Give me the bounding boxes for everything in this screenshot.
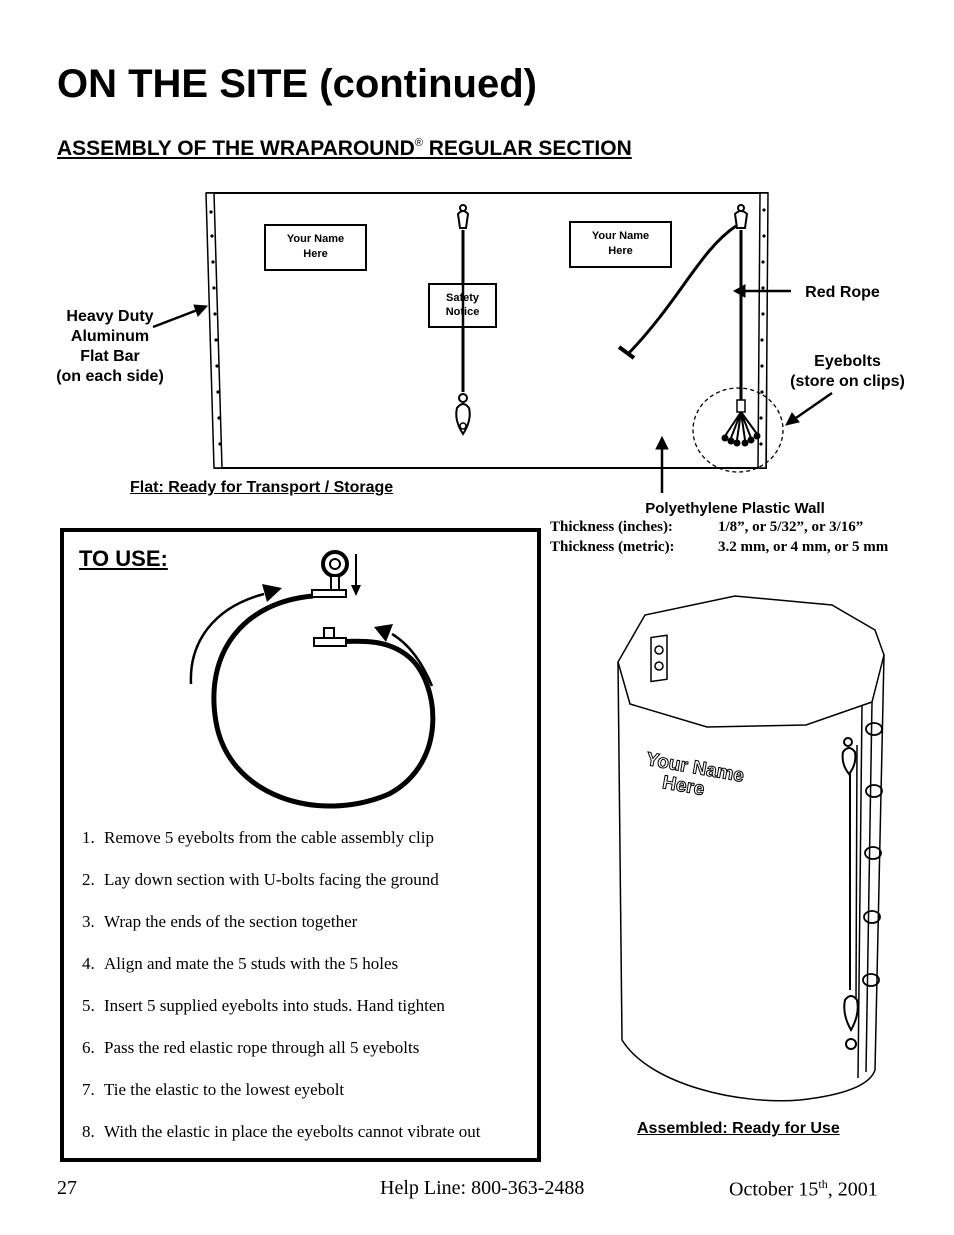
- step-item: 1. Remove 5 eyebolts from the cable assem…: [82, 828, 481, 870]
- name-plate-left-line-2: Here: [303, 248, 328, 260]
- date-text: October 15: [729, 1178, 819, 1201]
- thickness-inches-value: 1/8”, or 5/32”, or 3/16”: [718, 519, 864, 535]
- right-bar-holes: [759, 208, 766, 446]
- step-item: 5. Insert 5 supplied eyebolts into studs.…: [82, 996, 481, 1038]
- step-item: 4. Align and mate the 5 studs with the 5 …: [82, 954, 481, 996]
- name-plate-right-line-1: Your Name: [591, 230, 650, 242]
- left-bar-holes: [209, 210, 222, 446]
- page-number: 27: [57, 1177, 77, 1199]
- eyebolts-label-line-2: (store on clips): [790, 373, 905, 390]
- right-flat-bar: [757, 192, 769, 469]
- step-text: Pass the red elastic rope through all 5 …: [104, 1038, 420, 1057]
- flat-bar-label: Heavy Duty Aluminum Flat Bar (on each si…: [40, 307, 180, 387]
- step-number: 4.: [82, 954, 95, 973]
- page-title: ON THE SITE (continued): [57, 62, 537, 106]
- registered-mark: ®: [414, 137, 423, 149]
- red-rope-label: Red Rope: [805, 284, 880, 301]
- step-text: Align and mate the 5 studs with the 5 ho…: [104, 954, 399, 973]
- date-year: , 2001: [827, 1178, 878, 1201]
- name-plate-left: [264, 224, 367, 271]
- step-item: 6. Pass the red elastic rope through all …: [82, 1038, 481, 1080]
- name-plate-right-text: Your Name Here: [570, 229, 671, 259]
- eyebolts-highlight-circle: [692, 387, 784, 473]
- help-line: Help Line: 800-363-2488: [380, 1177, 585, 1199]
- steps-list: 1. Remove 5 eyebolts from the cable assem…: [82, 828, 481, 1164]
- name-plate-left-line-1: Your Name: [286, 233, 345, 245]
- step-item: 7. Tie the elastic to the lowest eyebolt: [82, 1080, 481, 1122]
- red-rope: [626, 224, 737, 356]
- wrapped-section-loop: [211, 593, 436, 809]
- plastic-wall-label: Polyethylene Plastic Wall: [645, 500, 825, 517]
- step-text: Lay down section with U-bolts facing the…: [104, 870, 439, 889]
- step-text: Insert 5 supplied eyebolts into studs. H…: [104, 996, 445, 1015]
- step-item: 8. With the elastic in place the eyebolts…: [82, 1122, 481, 1164]
- wrap-illustration: [189, 550, 436, 809]
- section-heading: ASSEMBLY OF THE WRAPAROUND® REGULAR SECT…: [57, 137, 632, 161]
- right-cable-assembly: [721, 204, 761, 447]
- flat-bar-label-line-2: Aluminum: [70, 328, 150, 345]
- step-item: 3. Wrap the ends of the section together: [82, 912, 481, 954]
- name-plate-right: [569, 221, 672, 268]
- thickness-metric-row: Thickness (metric): 3.2 mm, or 4 mm, or 5…: [550, 539, 888, 556]
- step-number: 3.: [82, 912, 95, 931]
- thickness-inches-label: Thickness (inches):: [550, 519, 673, 535]
- end-plate-bottom: [313, 637, 347, 647]
- safety-notice-text: Safety Notice: [429, 291, 496, 319]
- step-item: 2. Lay down section with U-bolts facing t…: [82, 870, 481, 912]
- step-text: Tie the elastic to the lowest eyebolt: [104, 1080, 345, 1099]
- stud: [323, 627, 335, 639]
- section-heading-text-end: REGULAR SECTION: [422, 137, 632, 160]
- flat-bar-label-line-1: Heavy Duty: [66, 308, 154, 325]
- date-suffix: th: [818, 1177, 828, 1191]
- safety-notice-line-1: Safety: [445, 292, 480, 304]
- to-use-heading: TO USE:: [79, 546, 168, 571]
- callout-arrows: [152, 284, 833, 493]
- section-heading-text: ASSEMBLY OF THE WRAPAROUND: [57, 137, 415, 160]
- eyebolts-label: Eyebolts (store on clips): [780, 352, 915, 392]
- left-flat-bar: [205, 192, 223, 469]
- step-text: Remove 5 eyebolts from the cable assembl…: [104, 828, 434, 847]
- flat-bar-label-line-3: Flat Bar: [80, 348, 140, 365]
- step-number: 5.: [82, 996, 95, 1015]
- flat-bar-label-line-4: (on each side): [56, 368, 164, 385]
- name-plate-right-line-2: Here: [608, 245, 633, 257]
- red-rope-end: [617, 345, 636, 360]
- step-number: 1.: [82, 828, 95, 847]
- document-date: October 15th, 2001: [729, 1177, 878, 1202]
- step-number: 2.: [82, 870, 95, 889]
- step-number: 8.: [82, 1122, 95, 1141]
- to-use-box: TO USE: 1. Remove 5 eyebolts from the cab…: [60, 528, 541, 1162]
- safety-notice-line-2: Notice: [445, 306, 480, 318]
- flat-caption: Flat: Ready for Transport / Storage: [130, 479, 394, 496]
- eyebolts-label-line-1: Eyebolts: [814, 353, 881, 370]
- step-number: 6.: [82, 1038, 95, 1057]
- name-plate-left-text: Your Name Here: [265, 232, 366, 262]
- step-text: Wrap the ends of the section together: [104, 912, 358, 931]
- end-plate-top: [311, 589, 347, 598]
- step-number: 7.: [82, 1080, 95, 1099]
- assembled-caption: Assembled: Ready for Use: [637, 1120, 840, 1137]
- step-text: With the elastic in place the eyebolts c…: [104, 1122, 481, 1141]
- thickness-metric-value: 3.2 mm, or 4 mm, or 5 mm: [718, 539, 889, 555]
- thickness-metric-label: Thickness (metric):: [550, 539, 675, 555]
- thickness-inches-row: Thickness (inches): 1/8”, or 5/32”, or 3/…: [550, 519, 863, 536]
